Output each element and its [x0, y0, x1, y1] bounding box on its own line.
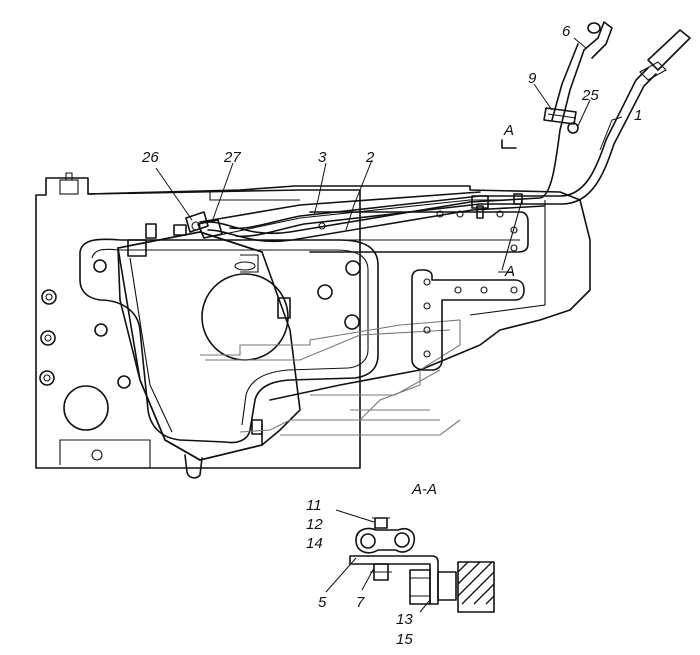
callout-27: 27 [223, 149, 241, 166]
callout-15: 15 [396, 631, 413, 648]
pipe-1 [229, 29, 691, 238]
pump-housing [117, 223, 301, 479]
callout-5: 5 [318, 594, 327, 611]
gearbox-body [79, 238, 379, 444]
bracket-cutout [200, 319, 461, 436]
strip-pipe-clamp [468, 193, 523, 219]
section-marker-side: A [504, 263, 515, 280]
pump-nozzles [185, 211, 223, 239]
callout-13: 13 [396, 611, 413, 628]
section-view-title: A-A [411, 481, 437, 498]
pipe-fitting-clamp [543, 107, 579, 134]
callout-6: 6 [562, 23, 571, 40]
callout-14: 14 [306, 535, 323, 552]
clamp-plate [411, 269, 525, 371]
pipe-2 [207, 21, 613, 243]
callout-3: 3 [318, 149, 327, 166]
callout-26: 26 [141, 149, 159, 166]
callout-25: 25 [581, 87, 599, 104]
callout-2: 2 [365, 149, 375, 166]
section-marker-top: A [503, 122, 514, 139]
callout-1: 1 [634, 107, 642, 124]
callout-12: 12 [306, 516, 323, 533]
leader-lines [155, 37, 623, 613]
section-view-aa [349, 517, 495, 613]
callout-11: 11 [306, 497, 322, 514]
callout-7: 7 [356, 594, 365, 611]
pipe-3 [199, 191, 481, 237]
callout-9: 9 [528, 70, 537, 87]
section-cut-marker [498, 139, 523, 273]
callouts: 1 2 3 6 9 25 26 27 5 7 11 12 14 13 15 A … [141, 23, 642, 648]
mounting-plate [87, 185, 591, 401]
